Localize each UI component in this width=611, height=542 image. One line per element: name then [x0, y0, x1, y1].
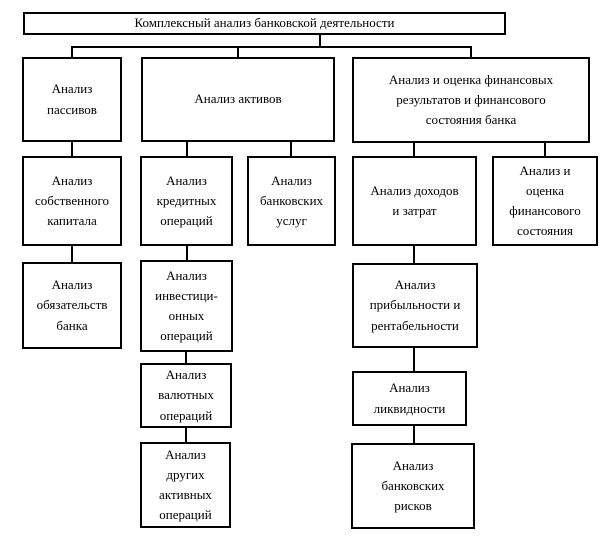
connector-root-stub — [319, 35, 321, 47]
node-financial-state: Анализ и оценка финансового состояния — [492, 156, 598, 246]
node-root-title: Комплексный анализ банковской деятельнос… — [23, 12, 506, 35]
node-assets-analysis: Анализ активов — [141, 57, 335, 142]
connector-to-finstate — [544, 143, 546, 156]
connector-to-income — [413, 143, 415, 156]
node-profitability: Анализ прибыльности и рентабельности — [352, 263, 478, 348]
connector-level2-branch-bar — [71, 46, 472, 48]
connector-to-passives — [71, 46, 73, 57]
connector-to-assets — [237, 46, 239, 57]
connector-to-services — [290, 142, 292, 156]
connector-to-currency — [185, 352, 187, 363]
connector-to-profitability — [413, 246, 415, 263]
connector-to-equity — [71, 142, 73, 156]
node-investment-operations: Анализ инвестици- онных операций — [140, 260, 233, 352]
node-passives-analysis: Анализ пассивов — [22, 57, 122, 142]
node-currency-operations: Анализ валютных операций — [140, 363, 232, 428]
node-equity-capital: Анализ собственного капитала — [22, 156, 122, 246]
node-income-expenses: Анализ доходов и затрат — [352, 156, 477, 246]
node-other-active-operations: Анализ других активных операций — [140, 442, 231, 528]
node-credit-operations: Анализ кредитных операций — [140, 156, 233, 246]
connector-to-risks — [413, 426, 415, 443]
node-financial-results: Анализ и оценка финансовых результатов и… — [352, 57, 590, 143]
node-bank-liabilities: Анализ обязательств банка — [22, 262, 122, 349]
node-banking-risks: Анализ банковских рисков — [351, 443, 475, 529]
node-liquidity: Анализ ликвидности — [352, 371, 467, 426]
connector-to-liabilities — [71, 246, 73, 262]
connector-to-credit — [186, 142, 188, 156]
node-banking-services: Анализ банковских услуг — [247, 156, 336, 246]
connector-to-other-active — [185, 428, 187, 442]
connector-to-finresults — [470, 46, 472, 57]
connector-to-liquidity — [413, 348, 415, 371]
connector-to-investment — [186, 246, 188, 260]
